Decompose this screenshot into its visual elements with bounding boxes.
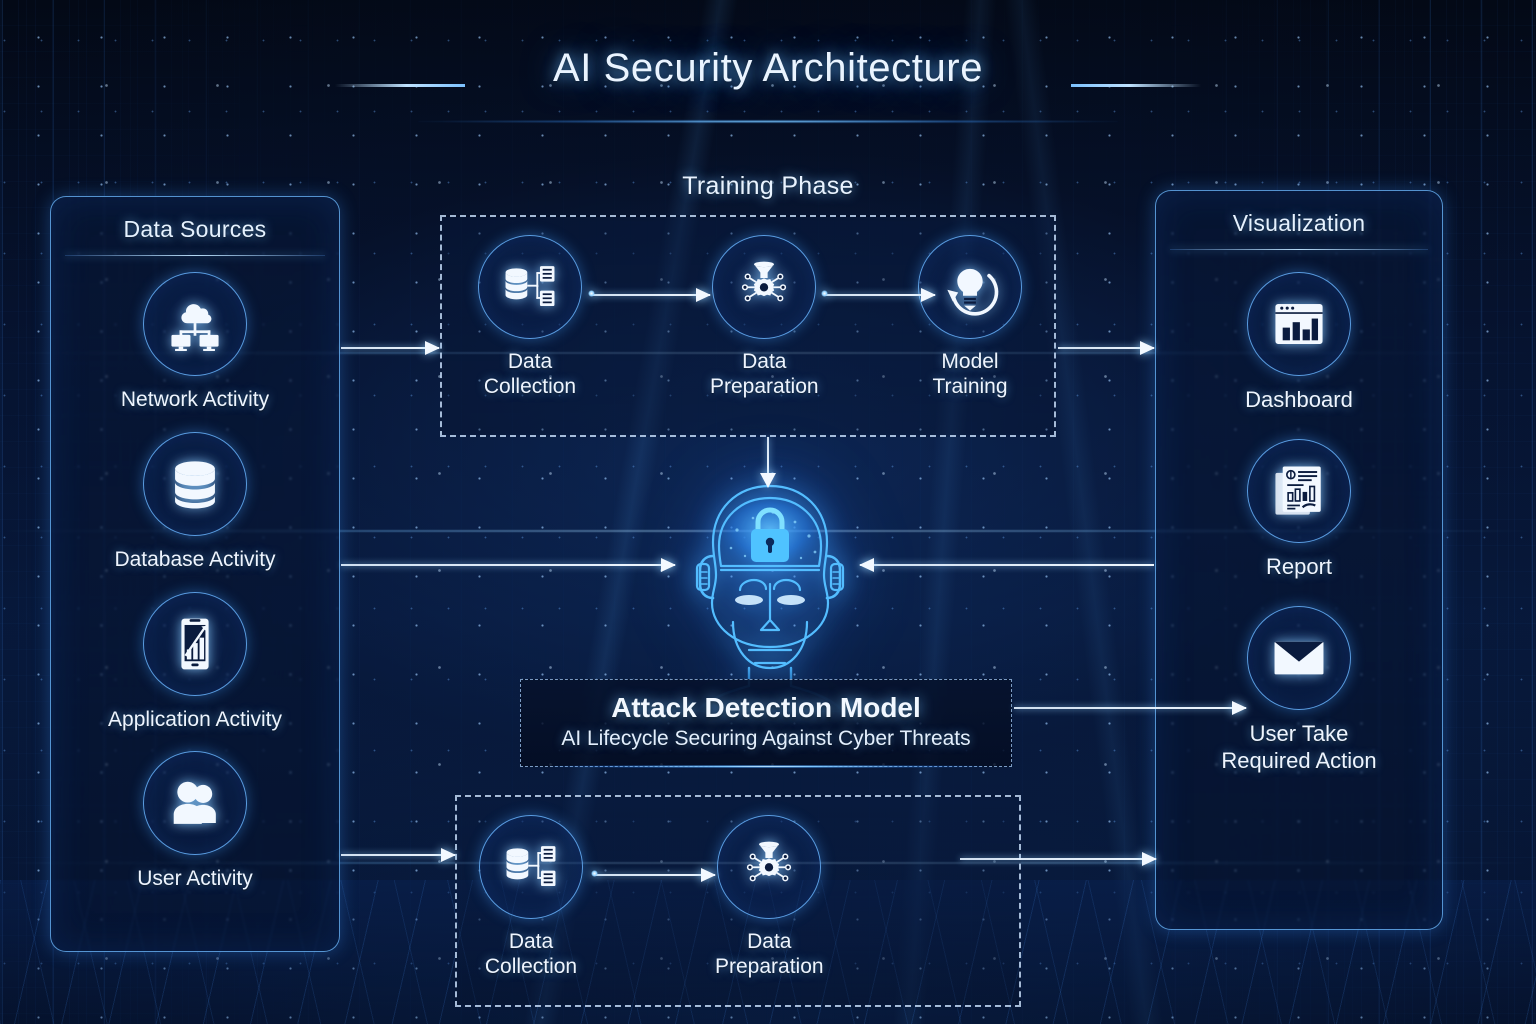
- visualization-panel: Visualization: [1155, 190, 1443, 930]
- title-rule-left: [335, 84, 465, 87]
- arrow-sources-to-model: [341, 558, 676, 572]
- attack-detection-model-title: Attack Detection Model: [611, 692, 921, 723]
- inference-phase-steps: Data Collection: [457, 797, 1019, 1005]
- dashboard-window-chart-icon: [1246, 272, 1351, 377]
- training-phase-steps: Data Collection: [442, 217, 1054, 435]
- training-phase-box: Data Collection: [440, 215, 1056, 437]
- training-step-label: Model Training: [932, 350, 1008, 399]
- training-step-data-collection[interactable]: Data Collection: [478, 235, 582, 399]
- data-source-label: Network Activity: [120, 388, 270, 412]
- inference-step-data-preparation[interactable]: Data Preparation: [715, 815, 824, 979]
- page-title: AI Security Architecture: [552, 46, 984, 90]
- data-source-label: Database Activity: [114, 548, 276, 571]
- visualization-list: Dashboard: [1156, 250, 1442, 774]
- lightbulb-refresh-icon: [918, 235, 1022, 339]
- arrow-collection-to-preparation: [592, 288, 711, 302]
- inference-step-label: Data Preparation: [715, 930, 824, 979]
- inference-step-data-collection[interactable]: Data Collection: [479, 815, 583, 979]
- gear-network-icon: [717, 815, 822, 919]
- title-glow-underline: [418, 120, 1118, 123]
- envelope-icon: [1246, 606, 1351, 711]
- attack-detection-model-subtitle: AI Lifecycle Securing Against Cyber Thre…: [561, 727, 971, 750]
- connection-node: [821, 290, 828, 297]
- inference-phase-box: Data Collection: [455, 795, 1021, 1007]
- training-step-label: Data Collection: [483, 350, 577, 399]
- visualization-panel-title: Visualization: [1232, 210, 1366, 236]
- training-phase-title: Training Phase: [682, 172, 854, 200]
- users-group-icon: [143, 751, 247, 856]
- visualization-item-user-action[interactable]: User Take Required Action: [1221, 606, 1377, 775]
- data-source-application-activity[interactable]: Application Activity: [108, 591, 282, 733]
- arrow-inference-to-visualization: [960, 852, 1157, 866]
- arrow-sources-to-inference: [341, 848, 456, 862]
- page-title-container: AI Security Architecture: [0, 46, 1536, 91]
- data-sources-panel: Data Sources: [50, 196, 340, 952]
- arrow-training-to-model: [760, 437, 776, 488]
- connection-node: [591, 870, 598, 877]
- data-sources-list: Network Activity Database Activity: [51, 256, 339, 891]
- training-step-data-preparation[interactable]: Data Preparation: [710, 235, 819, 399]
- arrow-sources-to-training: [341, 341, 440, 355]
- arrow-preparation-to-training: [825, 288, 936, 302]
- database-nodes-icon: [479, 815, 583, 919]
- data-source-network-activity[interactable]: Network Activity: [121, 272, 269, 413]
- mobile-chart-icon: [142, 591, 247, 696]
- cloud-network-icon: [142, 272, 247, 377]
- panel-divider: [1170, 249, 1428, 251]
- data-sources-panel-title: Data Sources: [123, 216, 267, 242]
- training-step-model-training[interactable]: Model Training: [918, 235, 1022, 399]
- arrow-model-to-user-action: [1014, 701, 1247, 715]
- data-source-label: Application Activity: [108, 707, 282, 731]
- arrow-training-to-visualization: [1058, 341, 1155, 355]
- visualization-item-label: User Take Required Action: [1221, 721, 1377, 773]
- arrow-infer-collection-to-preparation: [595, 868, 716, 882]
- visualization-item-dashboard[interactable]: Dashboard: [1245, 272, 1353, 414]
- arrow-visualization-to-model: [859, 558, 1154, 572]
- database-nodes-icon: [478, 235, 582, 339]
- data-source-label: User Activity: [137, 867, 253, 891]
- title-rule-right: [1071, 84, 1201, 87]
- visualization-item-label: Dashboard: [1245, 387, 1353, 413]
- ai-head-lock-icon: [645, 472, 895, 712]
- visualization-item-report[interactable]: Report: [1247, 439, 1351, 581]
- attack-detection-model-box: Attack Detection Model AI Lifecycle Secu…: [520, 679, 1012, 767]
- inference-step-label: Data Collection: [484, 930, 578, 979]
- connection-node: [588, 290, 595, 297]
- attack-box-glow: [553, 765, 983, 768]
- data-source-user-activity[interactable]: User Activity: [137, 751, 253, 892]
- report-document-icon: [1247, 439, 1351, 544]
- training-step-label: Data Preparation: [710, 350, 819, 399]
- visualization-item-label: Report: [1265, 554, 1333, 580]
- data-source-database-activity[interactable]: Database Activity: [114, 432, 276, 573]
- gear-network-icon: [712, 235, 817, 339]
- panel-divider: [65, 255, 325, 257]
- database-icon: [143, 432, 247, 536]
